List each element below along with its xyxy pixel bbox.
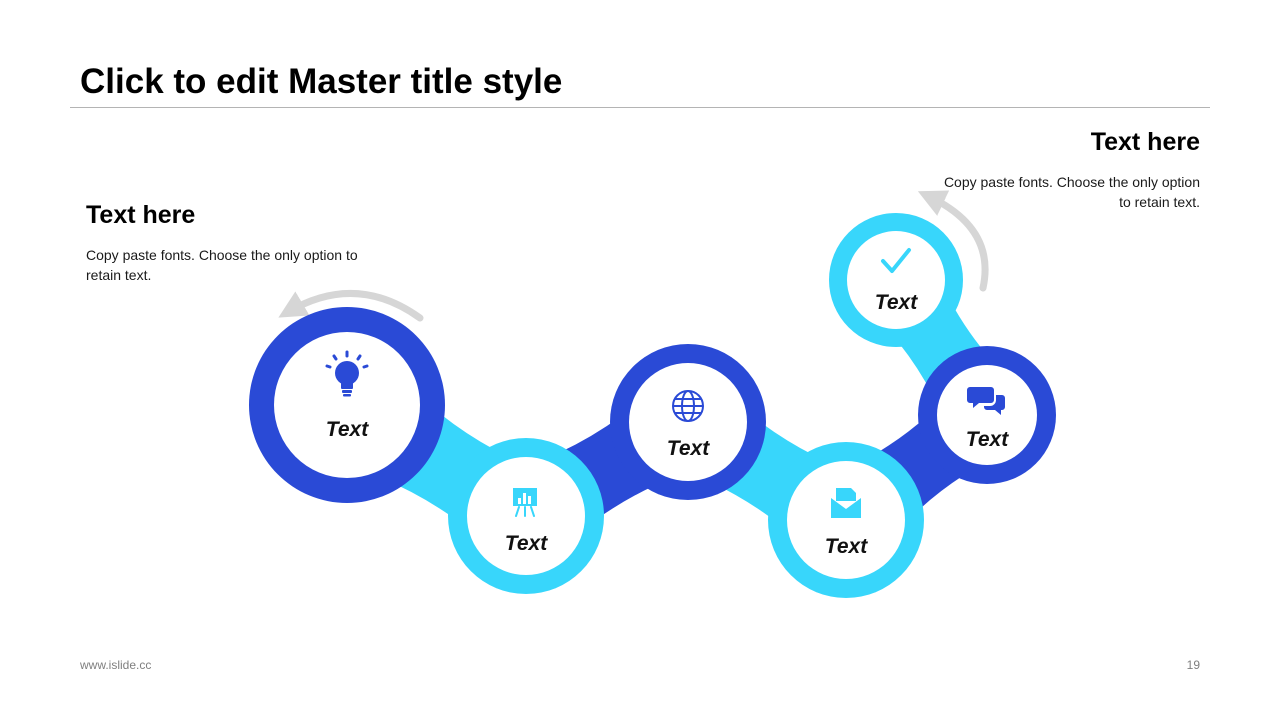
- left-heading[interactable]: Text here: [86, 201, 196, 229]
- node-1-label[interactable]: Text: [326, 418, 369, 441]
- node-4-label[interactable]: Text: [825, 535, 868, 558]
- envelope-document-icon: [831, 488, 861, 518]
- node-3-label[interactable]: Text: [667, 437, 710, 460]
- globe-icon: [672, 390, 704, 422]
- node-2-label[interactable]: Text: [505, 532, 548, 555]
- curved-arrow-right: [917, 190, 989, 292]
- checkmark-icon: [881, 248, 911, 273]
- slide-title[interactable]: Click to edit Master title style: [80, 62, 563, 101]
- left-body-text[interactable]: Copy paste fonts. Choose the only option…: [86, 247, 358, 283]
- node-5-center: [937, 365, 1037, 465]
- right-heading[interactable]: Text here: [1090, 128, 1200, 156]
- presentation-chart-icon: [513, 488, 537, 517]
- node-4-center: [787, 461, 905, 579]
- node-6-label[interactable]: Text: [875, 291, 918, 314]
- title-divider: [70, 107, 1210, 108]
- footer-website[interactable]: www.islide.cc: [80, 658, 152, 672]
- page-number: 19: [1186, 658, 1200, 672]
- right-text-block: Text here Copy paste fonts. Choose the o…: [900, 126, 1200, 212]
- node-5-label[interactable]: Text: [966, 428, 1009, 451]
- left-text-block: Text here Copy paste fonts. Choose the o…: [86, 199, 376, 285]
- node-1-center: [274, 332, 420, 478]
- right-body-text[interactable]: Copy paste fonts. Choose the only option…: [943, 174, 1200, 210]
- node-6-center: [847, 231, 945, 329]
- curved-arrow-left: [278, 289, 424, 322]
- lightbulb-icon: [325, 350, 369, 397]
- chat-bubbles-icon: [967, 387, 1005, 415]
